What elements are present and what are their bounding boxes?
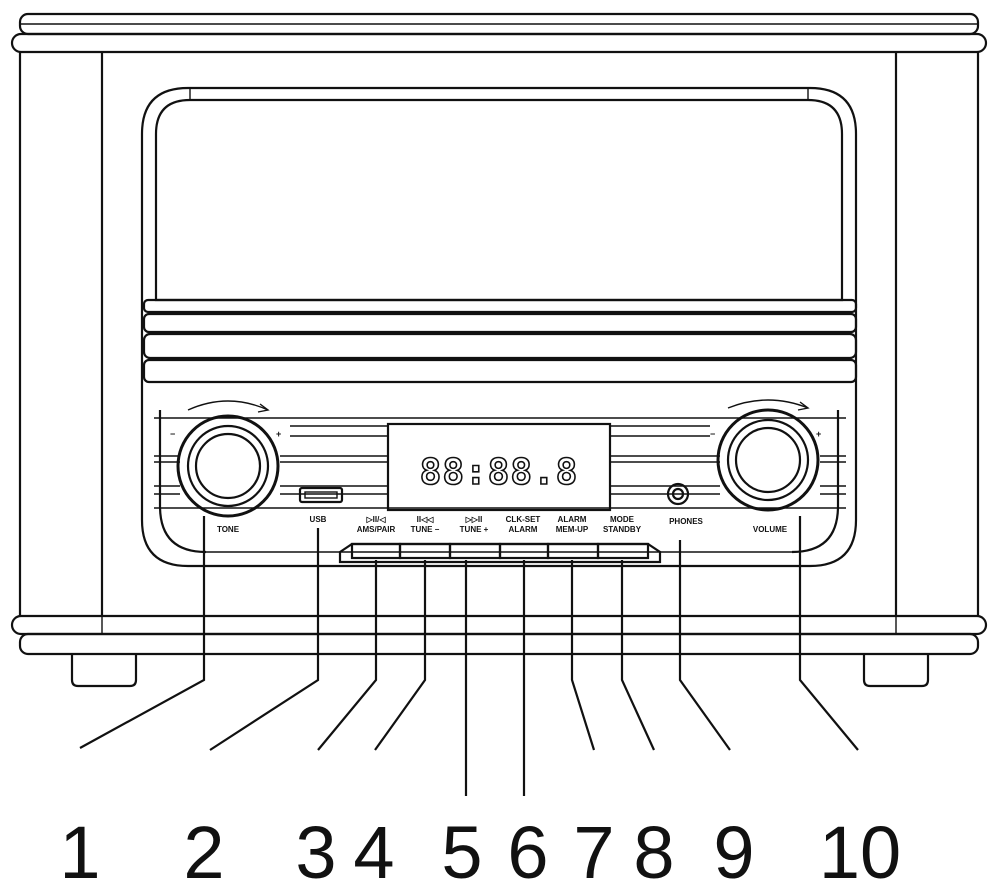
tone-knob[interactable] bbox=[176, 400, 280, 518]
usb-label: USB bbox=[310, 515, 327, 524]
button-row bbox=[338, 542, 662, 564]
radio-top-cap bbox=[10, 12, 988, 54]
callout-leaders bbox=[79, 516, 859, 796]
tone-minus-label: − bbox=[170, 429, 175, 439]
tune-up-button[interactable] bbox=[448, 542, 502, 560]
callout-7: 7 bbox=[573, 811, 614, 892]
lcd-display: 88:88.8 bbox=[386, 422, 612, 512]
button-labels: ▷II/◁ AMS/PAIR II◁◁ TUNE − ▷▷II TUNE + C… bbox=[357, 515, 642, 534]
callout-9: 9 bbox=[713, 811, 754, 892]
callout-6: 6 bbox=[507, 811, 548, 892]
button-6-label-top: MODE bbox=[610, 515, 635, 524]
button-4-label-top: CLK-SET bbox=[506, 515, 541, 524]
phones-jack[interactable] bbox=[666, 482, 690, 506]
mode-standby-button[interactable] bbox=[596, 542, 650, 560]
radio-cabinet bbox=[18, 52, 980, 616]
display-digits: 88:88.8 bbox=[420, 452, 579, 493]
button-5-label-bottom: MEM-UP bbox=[556, 525, 589, 534]
volume-minus-label: − bbox=[710, 429, 715, 439]
speaker-grille bbox=[142, 298, 858, 384]
volume-knob[interactable] bbox=[716, 399, 820, 512]
phones-label: PHONES bbox=[669, 517, 703, 526]
callout-10: 10 bbox=[819, 811, 901, 892]
button-1-label-top: ▷II/◁ bbox=[366, 515, 387, 524]
tone-label: TONE bbox=[217, 525, 240, 534]
radio-feet bbox=[70, 654, 930, 688]
button-2-label-bottom: TUNE − bbox=[411, 525, 440, 534]
clock-set-alarm-button[interactable] bbox=[498, 542, 550, 560]
alarm-mem-up-button[interactable] bbox=[546, 542, 600, 560]
callout-1: 1 bbox=[59, 811, 100, 892]
usb-port[interactable] bbox=[298, 486, 344, 504]
button-2-label-top: II◁◁ bbox=[417, 515, 435, 524]
callout-8: 8 bbox=[633, 811, 674, 892]
callout-4: 4 bbox=[353, 811, 394, 892]
button-1-label-bottom: AMS/PAIR bbox=[357, 525, 396, 534]
callout-5: 5 bbox=[441, 811, 482, 892]
button-5-label-top: ALARM bbox=[558, 515, 587, 524]
button-3-label-top: ▷▷II bbox=[465, 515, 483, 524]
button-3-label-bottom: TUNE + bbox=[460, 525, 489, 534]
tune-down-button[interactable] bbox=[398, 542, 452, 560]
play-pause-pair-button[interactable] bbox=[350, 542, 402, 560]
volume-label: VOLUME bbox=[753, 525, 788, 534]
volume-plus-label: + bbox=[816, 429, 821, 439]
button-6-label-bottom: STANDBY bbox=[603, 525, 642, 534]
callout-2: 2 bbox=[183, 811, 224, 892]
tone-plus-label: + bbox=[276, 429, 281, 439]
callout-3: 3 bbox=[295, 811, 336, 892]
button-4-label-bottom: ALARM bbox=[509, 525, 538, 534]
callout-numbers: 1 2 3 4 5 6 7 8 9 10 bbox=[59, 811, 901, 892]
radio-base bbox=[10, 614, 988, 656]
